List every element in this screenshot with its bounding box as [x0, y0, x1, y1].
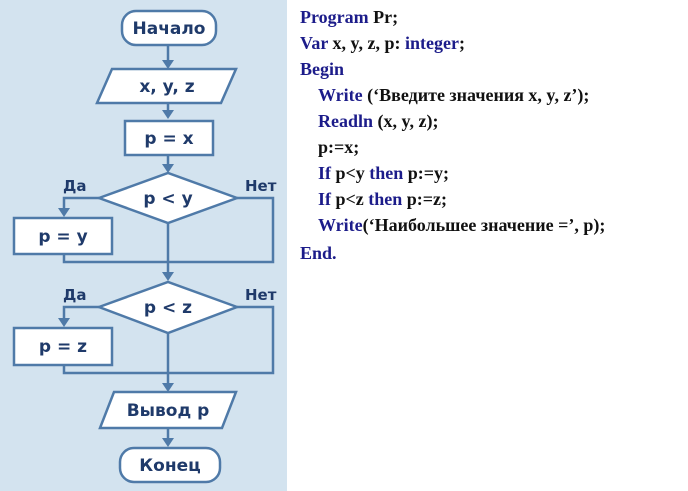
- assign-p-y-label: p = y: [38, 227, 87, 247]
- input-label: x, y, z: [139, 77, 194, 97]
- code-line-4: Write (‘Введите значения x, y, z’);: [318, 84, 589, 106]
- code-line-3: Begin: [300, 58, 344, 80]
- cond2-label: p < z: [144, 298, 192, 318]
- flowchart: Начало x, y, z p = x p < y Да Нет p = y …: [12, 9, 277, 484]
- condition-p-lt-y: [95, 171, 241, 225]
- start-terminal: [120, 9, 218, 47]
- code-text: (x, y, z);: [373, 111, 439, 131]
- code-keyword: Write: [318, 215, 363, 235]
- code-line-10: End.: [300, 242, 337, 264]
- code-text: ;: [459, 33, 466, 53]
- code-keyword: Begin: [300, 59, 345, 79]
- code-text: Pr;: [368, 7, 399, 27]
- code-line-7: If p<y then p:=y;: [318, 162, 449, 184]
- code-text: p:=y;: [403, 163, 450, 183]
- code-line-9: Write(‘Наибольшее значение =’, p);: [318, 214, 605, 236]
- cond2-no-label: Нет: [245, 286, 277, 304]
- code-text: (‘Введите значения x, y, z’);: [362, 85, 590, 105]
- code-text: p<z: [331, 189, 369, 209]
- input-parallelogram: [95, 67, 238, 105]
- code-text: p:=z;: [402, 189, 448, 209]
- assign-p-z-label: p = z: [39, 337, 87, 357]
- end-label: Конец: [139, 456, 200, 476]
- assign-p-y-block: [12, 216, 114, 256]
- end-terminal: [118, 446, 222, 484]
- cond1-yes-label: Да: [63, 177, 86, 195]
- cond1-label: p < y: [143, 189, 192, 209]
- code-line-2: Var x, y, z, p: integer;: [300, 32, 465, 54]
- cond1-no-label: Нет: [245, 177, 277, 195]
- code-line-1: Program Pr;: [300, 6, 398, 28]
- cond2-yes-label: Да: [63, 286, 86, 304]
- output-parallelogram: [98, 390, 238, 430]
- code-text: p<y: [331, 163, 370, 183]
- code-keyword: Program: [300, 7, 369, 27]
- code-line-6: p:=x;: [318, 136, 359, 158]
- code-keyword: Readln: [318, 111, 374, 131]
- code-keyword: Write: [318, 85, 363, 105]
- flowchart-panel: Начало x, y, z p = x p < y Да Нет p = y …: [0, 0, 287, 491]
- code-text: (‘Наибольшее значение =’, p);: [362, 215, 606, 235]
- code-keyword: integer: [405, 33, 460, 53]
- assign-p-z-block: [12, 326, 114, 367]
- code-text: x, y, z, p:: [328, 33, 406, 53]
- code-keyword: End.: [300, 243, 337, 263]
- pascal-code: Program Pr; Var x, y, z, p: integer; Beg…: [300, 6, 685, 286]
- start-label: Начало: [133, 19, 206, 39]
- code-keyword: If: [318, 163, 331, 183]
- condition-p-lt-z: [95, 280, 241, 335]
- assign-p-x-label: p = x: [144, 129, 193, 149]
- code-keyword: Var: [300, 33, 329, 53]
- output-label: Вывод p: [127, 401, 210, 421]
- code-keyword: then: [369, 163, 404, 183]
- code-text: p:=x;: [318, 137, 360, 157]
- connectors: [58, 45, 275, 447]
- code-line-8: If p<z then p:=z;: [318, 188, 447, 210]
- code-keyword: then: [368, 189, 403, 209]
- assign-p-x-block: [123, 119, 215, 157]
- code-line-5: Readln (x, y, z);: [318, 110, 439, 132]
- code-keyword: If: [318, 189, 331, 209]
